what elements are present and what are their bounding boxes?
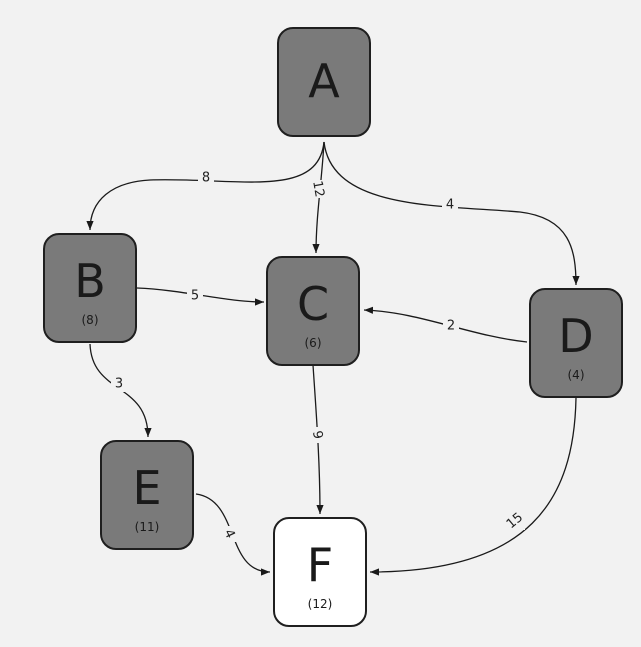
svg-text:3: 3 [115, 377, 123, 392]
node-d: D (4) [529, 288, 623, 398]
node-b-distance: (8) [81, 313, 99, 327]
svg-text:8: 8 [202, 171, 210, 186]
node-c: C (6) [266, 256, 360, 366]
node-b-label: B [74, 254, 106, 308]
node-e: E (11) [100, 440, 194, 550]
node-f-distance: (12) [307, 597, 333, 611]
edge-b-c [136, 287, 265, 306]
node-e-label: E [132, 461, 162, 515]
node-e-distance: (11) [134, 520, 160, 534]
node-d-label: D [558, 309, 594, 363]
weight-label-a-d: 4 [442, 197, 458, 213]
node-a: A [277, 27, 371, 137]
weight-label-d-f: 15 [504, 510, 526, 532]
node-c-distance: (6) [304, 336, 322, 350]
weight-label-b-c: 5 [187, 288, 203, 304]
node-b: B (8) [43, 233, 137, 343]
weight-label-d-c: 2 [443, 318, 459, 334]
edge-a-b [86, 141, 325, 231]
node-f-label: F [306, 538, 334, 592]
svg-text:2: 2 [447, 319, 455, 334]
edge-a-d [323, 141, 580, 286]
weight-label-a-b: 8 [198, 170, 214, 186]
node-a-label: A [308, 54, 340, 108]
weight-label-c-f: 9 [309, 427, 325, 443]
node-f: F (12) [273, 517, 367, 627]
svg-text:5: 5 [191, 289, 199, 304]
node-d-distance: (4) [567, 368, 585, 382]
svg-text:9: 9 [309, 430, 325, 441]
weight-label-e-f: 4 [220, 526, 238, 542]
svg-text:12: 12 [309, 180, 327, 199]
weight-label-a-c: 12 [309, 180, 327, 199]
node-c-label: C [296, 277, 330, 331]
svg-text:4: 4 [446, 198, 454, 213]
weight-label-b-e: 3 [111, 376, 127, 392]
edge-d-f [369, 397, 577, 576]
